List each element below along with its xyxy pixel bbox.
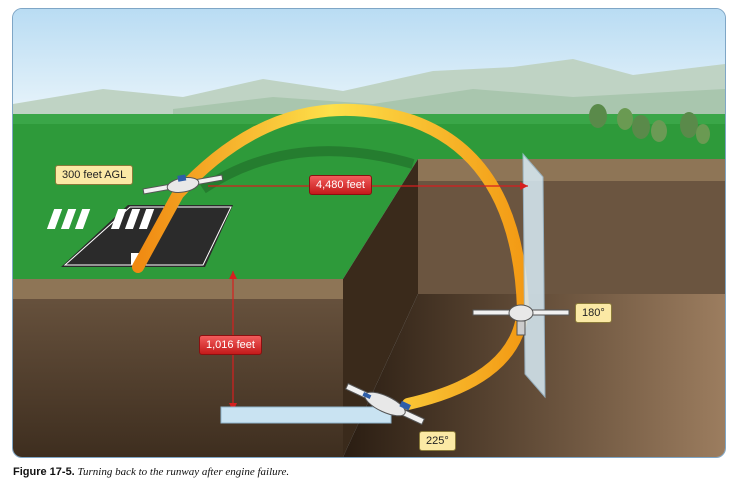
figure-frame: 300 feet AGL 4,480 feet 1,016 feet 180° … <box>12 8 726 458</box>
runway <box>46 205 233 267</box>
soil-front <box>13 279 343 457</box>
distance-arrow <box>520 182 528 190</box>
airplane-225 <box>345 382 425 426</box>
soil-side-wall <box>343 159 418 457</box>
altitude-loss-label: 1,016 feet <box>199 335 262 355</box>
heading-180-label: 180° <box>575 303 612 323</box>
path-shadow <box>200 146 415 194</box>
trees <box>589 104 710 144</box>
altitude-label: 300 feet AGL <box>55 165 134 185</box>
figure-caption-text: Turning back to the runway after engine … <box>77 466 290 478</box>
altitude-arrow-top <box>229 271 237 279</box>
horizontal-distance-label: 4,480 feet <box>309 175 372 195</box>
heading-225-label: 225° <box>419 431 456 451</box>
ground-reference-plane <box>220 406 392 424</box>
figure-caption: Figure 17-5. Turning back to the runway … <box>13 466 289 478</box>
illustration <box>13 9 725 457</box>
topsoil-back <box>418 159 725 181</box>
airplane-climbing <box>142 174 224 195</box>
figure-number: Figure 17-5. <box>13 466 75 478</box>
reference-plane <box>522 152 546 399</box>
topsoil-front <box>13 279 343 299</box>
flight-path <box>132 103 529 410</box>
grass-far <box>13 114 725 124</box>
airplane-180 <box>472 304 570 336</box>
